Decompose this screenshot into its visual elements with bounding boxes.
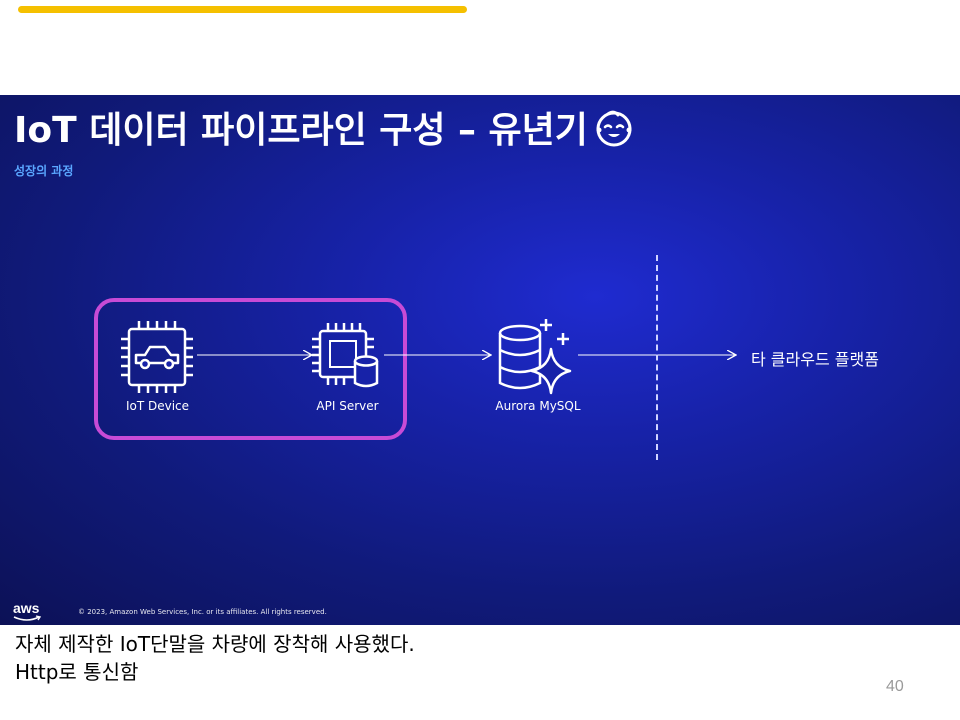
api-server-icon	[312, 323, 379, 388]
copyright-text: © 2023, Amazon Web Services, Inc. or its…	[78, 608, 327, 616]
accent-bar	[18, 6, 467, 13]
other-cloud-platform-label: 타 클라우드 플랫폼	[751, 350, 879, 369]
slide-title: IoT 데이터 파이프라인 구성 – 유년기	[14, 101, 634, 153]
iot-device-label: IoT Device	[125, 399, 190, 413]
iot-device-icon	[121, 321, 193, 393]
cloud-boundary-divider	[656, 255, 658, 460]
note-line-2: Http로 통신함	[15, 660, 139, 684]
slide-title-text: IoT 데이터 파이프라인 구성 – 유년기	[14, 110, 588, 151]
slide: IoT 데이터 파이프라인 구성 – 유년기 성장의 과정	[0, 95, 960, 625]
aws-smile-icon	[13, 615, 42, 621]
page-number: 40	[886, 678, 904, 695]
baby-face-icon	[596, 110, 632, 147]
api-server-label: API Server	[316, 399, 379, 413]
slide-subtitle: 성장의 과정	[14, 164, 74, 178]
device-server-group-box	[94, 298, 407, 440]
aws-logo-text: aws	[13, 600, 40, 616]
aurora-mysql-icon	[498, 319, 572, 395]
aws-logo: aws	[13, 600, 42, 621]
speaker-notes: 자체 제작한 IoT단말을 차량에 장착해 사용했다. Http로 통신함	[15, 630, 415, 686]
aurora-mysql-label: Aurora MySQL	[495, 399, 581, 413]
note-line-1: 자체 제작한 IoT단말을 차량에 장착해 사용했다.	[15, 632, 415, 656]
